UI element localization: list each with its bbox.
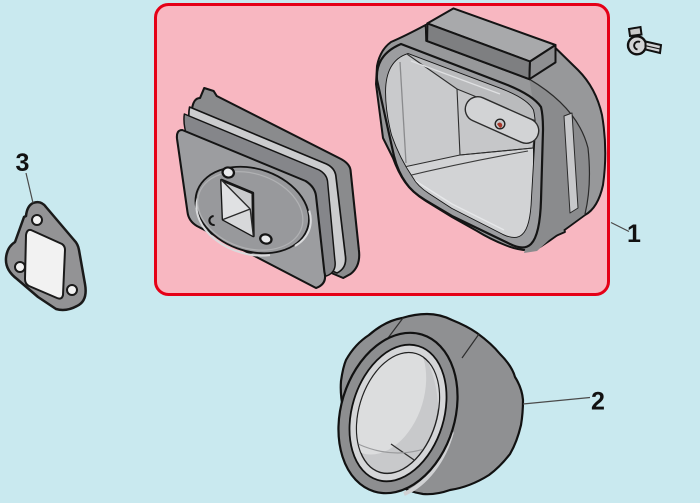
svg-text:1: 1: [627, 220, 641, 248]
svg-text:3: 3: [16, 149, 30, 177]
svg-text:2: 2: [591, 388, 605, 416]
